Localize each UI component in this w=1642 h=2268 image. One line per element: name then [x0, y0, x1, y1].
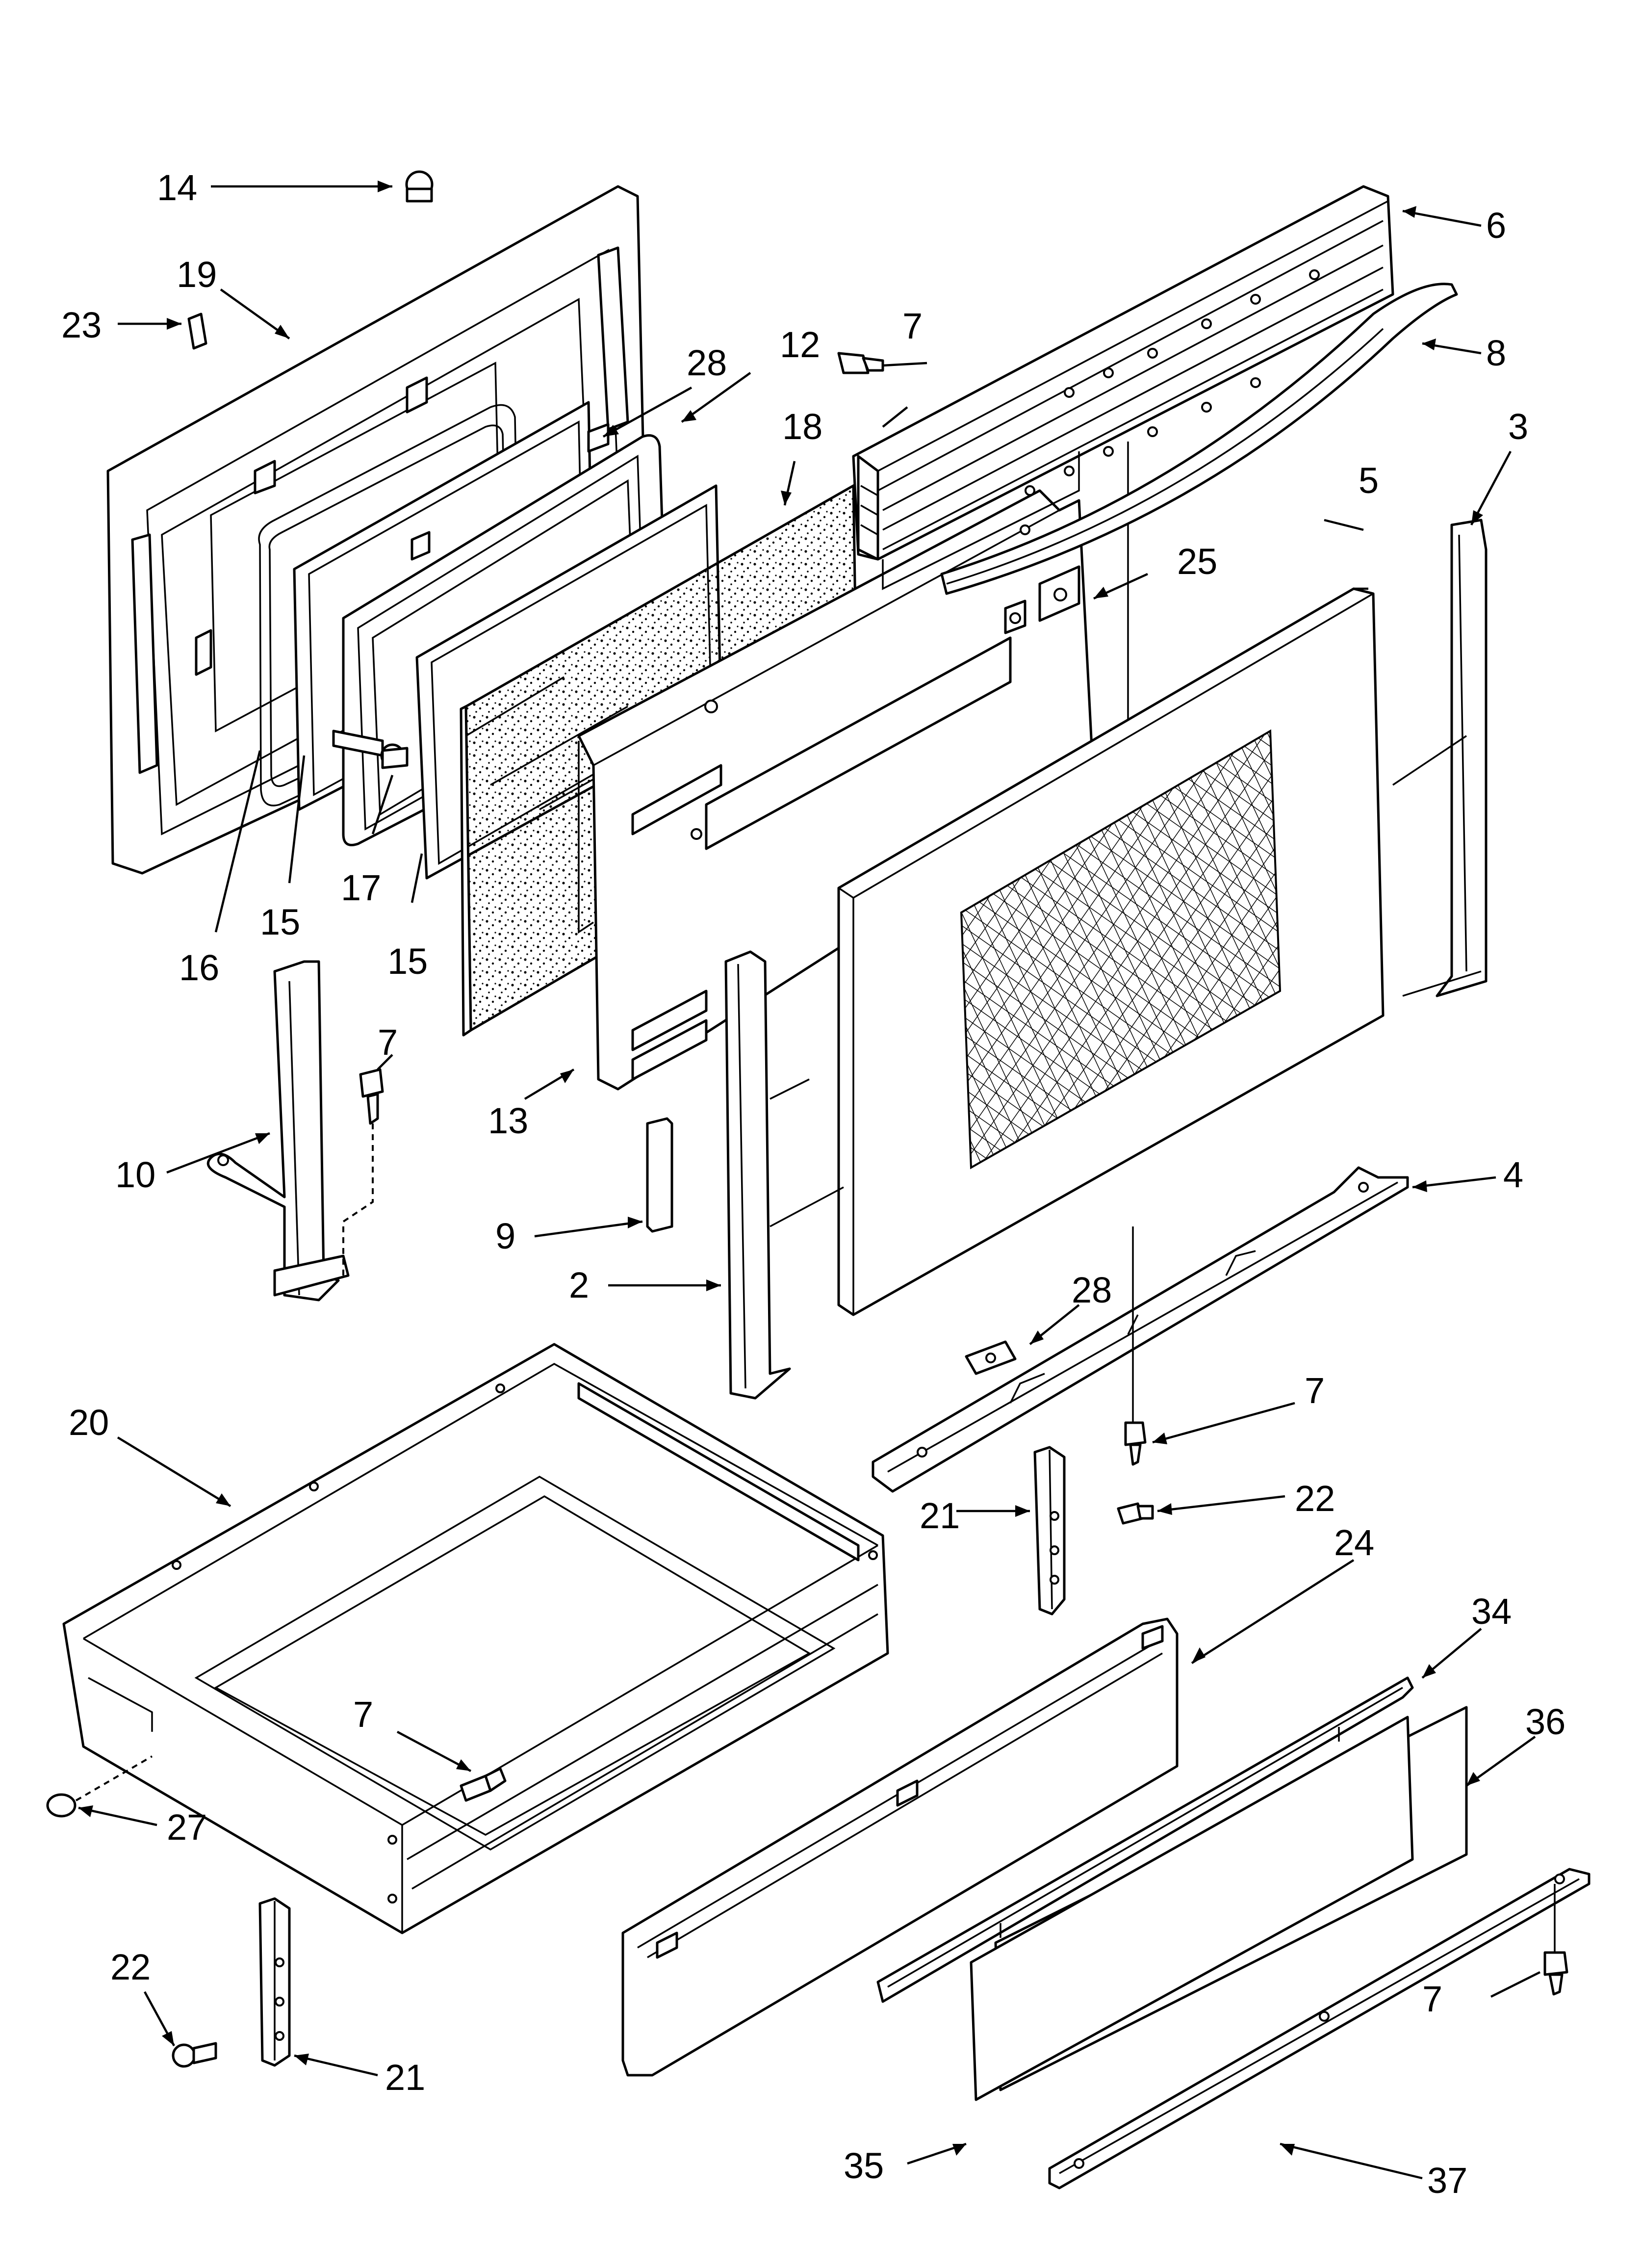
leader-arrowheads — [78, 181, 1483, 2156]
cap-nut — [405, 170, 434, 203]
callout-2: 2 — [569, 1265, 589, 1305]
screw-lower-trim — [1543, 1951, 1568, 1996]
clip — [187, 313, 207, 350]
left-door-side-trim — [724, 950, 844, 1400]
callout-27: 27 — [167, 1807, 207, 1848]
callout-23: 23 — [61, 305, 102, 345]
storage-drawer — [62, 1343, 889, 1934]
drawer-glass-lower — [970, 1716, 1414, 2101]
drawer-slide-bracket-left — [258, 1897, 291, 2067]
drawer-stop-screw — [460, 1767, 507, 1802]
lower-door-rail — [872, 1166, 1409, 1493]
drawer-upper-trim — [876, 1676, 1414, 2003]
glass-retainer-screw — [332, 730, 409, 769]
right-side-trim — [1392, 519, 1488, 997]
callout-labels: 14 19 23 28 12 7 6 8 3 18 5 25 16 15 17 … — [61, 167, 1565, 2201]
callout-34: 34 — [1471, 1591, 1512, 1632]
screw-rail — [1124, 1421, 1147, 1466]
callout-16: 16 — [179, 947, 219, 988]
callout-10: 10 — [115, 1154, 155, 1195]
screw-bracket-right — [1117, 1502, 1154, 1525]
screw-left-bracket — [342, 1068, 384, 1276]
callout-9: 9 — [495, 1216, 515, 1256]
callout-7-top: 7 — [902, 306, 923, 346]
callout-28-top: 28 — [687, 342, 727, 383]
screw-top-control — [837, 352, 884, 374]
callout-17: 17 — [341, 867, 381, 908]
callout-14: 14 — [157, 167, 197, 208]
outer-door-panel — [837, 587, 1385, 1316]
callout-22-left: 22 — [110, 1947, 151, 1987]
callout-7-rail: 7 — [1305, 1370, 1325, 1411]
small-clip — [965, 1340, 1017, 1375]
inner-door-panel — [577, 489, 1095, 1091]
door-handle — [940, 283, 1458, 595]
callout-20: 20 — [69, 1402, 109, 1443]
callout-19: 19 — [177, 254, 217, 295]
callout-21-left: 21 — [385, 2057, 425, 2098]
callout-18: 18 — [782, 406, 822, 447]
callout-7-drawer: 7 — [353, 1694, 373, 1735]
drawer-front-panel — [621, 1617, 1179, 2077]
callout-13: 13 — [488, 1100, 528, 1141]
drawer-slide-bracket-right — [1033, 1446, 1066, 1616]
callout-35: 35 — [844, 2145, 884, 2186]
callout-15-left: 15 — [260, 902, 300, 942]
callout-25: 25 — [1177, 541, 1217, 582]
callout-15-right: 15 — [387, 941, 428, 982]
callout-4: 4 — [1503, 1154, 1523, 1195]
door-spacer-block — [646, 1117, 673, 1233]
door-hinge-bracket — [1038, 565, 1080, 622]
callout-28-bottom: 28 — [1072, 1270, 1112, 1310]
callout-36: 36 — [1525, 1701, 1565, 1742]
callout-21-right: 21 — [920, 1495, 960, 1536]
callout-7-left: 7 — [378, 1022, 398, 1063]
control-panel — [852, 185, 1394, 726]
callout-6: 6 — [1486, 205, 1506, 246]
callout-37: 37 — [1427, 2160, 1467, 2201]
screw-bracket-left — [172, 2042, 217, 2068]
callout-7-trim: 7 — [1422, 1979, 1442, 2019]
callout-12: 12 — [780, 324, 820, 365]
left-side-bracket — [206, 960, 350, 1302]
callout-8: 8 — [1486, 333, 1506, 373]
drawer-lower-trim — [1048, 1868, 1591, 2190]
callout-22-right: 22 — [1295, 1478, 1335, 1519]
callout-3: 3 — [1508, 406, 1528, 447]
callout-24: 24 — [1334, 1522, 1374, 1563]
callout-5: 5 — [1359, 460, 1379, 501]
drawer-glide-bumper — [46, 1755, 153, 1818]
